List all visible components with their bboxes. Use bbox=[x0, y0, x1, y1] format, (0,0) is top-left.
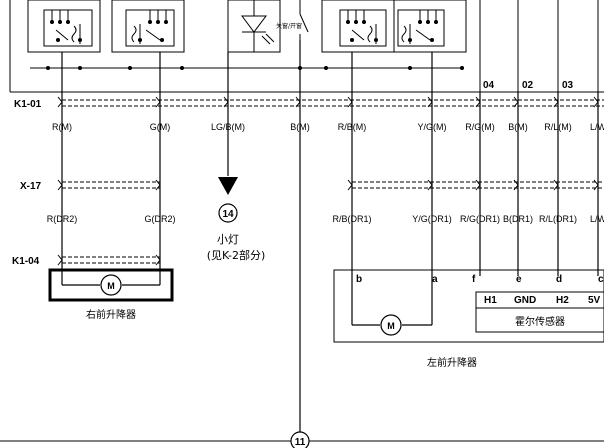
relay-block-left-2 bbox=[111, 0, 185, 53]
switch-label: 关窗/开窗 bbox=[276, 22, 302, 30]
ref-name: 小灯 bbox=[217, 233, 239, 246]
wire-labels-top: R(M) G(M) LG/B(M) B(M) R/B(M) Y/G(M) R/G… bbox=[52, 122, 604, 132]
wire-label: R/L(DR1) bbox=[539, 214, 577, 224]
pin-d: d bbox=[556, 274, 562, 285]
pin-03: 03 bbox=[562, 80, 574, 91]
wire-label: L/W bbox=[590, 122, 604, 132]
wire-labels-mid: R(DR2) G(DR2) R/B(DR1) Y/G(DR1) R/G(DR1)… bbox=[47, 214, 604, 224]
bus-junctions bbox=[46, 66, 464, 70]
hall-sensor-box bbox=[475, 291, 604, 333]
wire-label: G(DR2) bbox=[145, 214, 176, 224]
pin-numbers-top: 04 02 03 bbox=[483, 80, 574, 91]
wire-label: R/B(M) bbox=[338, 122, 367, 132]
wire-label: L/W bbox=[590, 214, 604, 224]
pin-04: 04 bbox=[483, 80, 495, 91]
left-front-window-lifter: b a f e d c M H1 GND H2 5V 霍尔传感器 左前升降器 bbox=[333, 269, 604, 369]
right-front-window-lifter: M 右前升降器 bbox=[48, 268, 174, 321]
wire-label: Y/G(DR1) bbox=[412, 214, 452, 224]
wire-label: R/G(M) bbox=[465, 122, 495, 132]
ref-see: (见K-2部分) bbox=[207, 248, 266, 262]
pin-f: f bbox=[472, 274, 476, 285]
relay-block-right-2 bbox=[393, 0, 467, 53]
pin-02: 02 bbox=[522, 80, 534, 91]
hall-pin-gnd: GND bbox=[514, 295, 536, 306]
wire-label: Y/G(M) bbox=[418, 122, 447, 132]
wire-label: B(DR1) bbox=[503, 214, 533, 224]
hall-pin-h1: H1 bbox=[484, 295, 497, 306]
wire-label: B(M) bbox=[508, 122, 528, 132]
pin-b: b bbox=[356, 274, 362, 285]
relay-block-left bbox=[27, 0, 101, 53]
relay-block-right bbox=[321, 0, 395, 53]
wire-label: R/L(M) bbox=[544, 122, 572, 132]
ref-number-14: 14 bbox=[222, 209, 234, 220]
ref-small-light: 14 小灯 (见K-2部分) bbox=[207, 177, 266, 262]
wire-label: R(DR2) bbox=[47, 214, 78, 224]
connector-label-x-17: X-17 bbox=[20, 181, 42, 192]
motor-symbol: M bbox=[387, 321, 395, 331]
left-lifter-label: 左前升降器 bbox=[427, 356, 477, 369]
motor-icon bbox=[100, 274, 122, 296]
arrow-down-icon bbox=[218, 177, 238, 195]
motor-symbol: M bbox=[107, 281, 115, 291]
control-unit-frame bbox=[9, 0, 604, 93]
connector-k1-01: K1-01 bbox=[14, 96, 604, 110]
pin-c: c bbox=[598, 274, 604, 285]
connector-k1-04: K1-04 bbox=[12, 254, 161, 267]
connector-label-k1-01: K1-01 bbox=[14, 99, 42, 110]
window-switch: 关窗/开窗 bbox=[276, 0, 309, 40]
hall-sensor-label: 霍尔传感器 bbox=[515, 315, 565, 328]
wire-label: G(M) bbox=[150, 122, 171, 132]
connector-x-17: X-17 bbox=[20, 179, 604, 192]
ground-reference: 11 bbox=[0, 431, 604, 448]
wire-label: LG/B(M) bbox=[211, 122, 245, 132]
led-indicator-block bbox=[227, 0, 281, 53]
wire-label: R/B(DR1) bbox=[332, 214, 371, 224]
connector-label-k1-04: K1-04 bbox=[12, 256, 40, 267]
pin-e: e bbox=[516, 274, 522, 285]
motor-icon bbox=[380, 314, 402, 336]
hall-pin-h2: H2 bbox=[556, 295, 569, 306]
wire-label: R/G(DR1) bbox=[460, 214, 500, 224]
right-lifter-label: 右前升降器 bbox=[86, 308, 136, 321]
pin-a: a bbox=[432, 274, 438, 285]
wire-label: R(M) bbox=[52, 122, 72, 132]
wire-label: B(M) bbox=[290, 122, 310, 132]
wires bbox=[61, 40, 599, 432]
hall-pin-5v: 5V bbox=[588, 295, 601, 306]
ground-ref-number: 11 bbox=[295, 437, 306, 448]
